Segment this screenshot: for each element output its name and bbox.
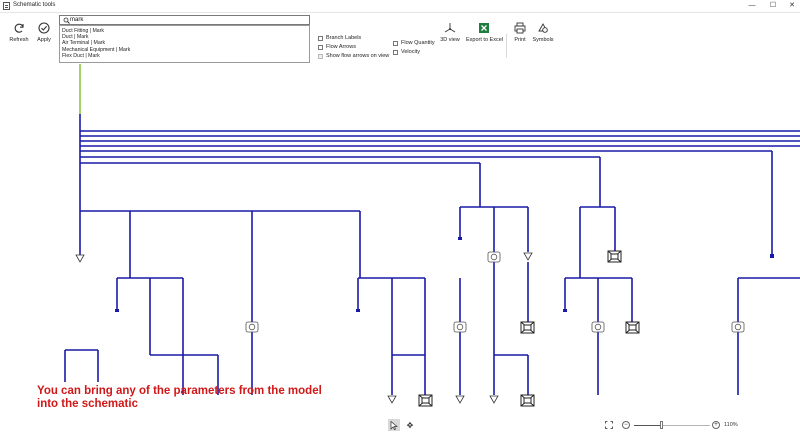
excel-icon (479, 23, 489, 33)
velocity-checkbox[interactable]: Velocity (393, 48, 420, 56)
close-button[interactable]: ✕ (789, 2, 795, 9)
show-flow-arrows-checkbox[interactable]: Show flow arrows on view (318, 52, 389, 60)
checkbox-box[interactable] (318, 44, 323, 50)
flow-arrows-checkbox[interactable]: Flow Arrows (318, 43, 356, 51)
title-bar: Schematic tools — ☐ ✕ (0, 0, 800, 13)
equipment-icon (453, 321, 467, 333)
symbols-button[interactable]: Symbols (532, 22, 554, 60)
toolbar-divider (506, 34, 507, 58)
air-terminal-icon (75, 254, 85, 263)
fit-to-view-icon[interactable] (605, 421, 613, 429)
suggestion-item[interactable]: Air Terminal | Mark (62, 40, 106, 47)
checkbox-box[interactable] (393, 40, 398, 46)
cursor-icon (390, 420, 398, 430)
pan-tool-button[interactable]: ✥ (404, 419, 416, 431)
checkbox-box[interactable] (318, 35, 323, 41)
symbols-icon (538, 23, 548, 33)
export-excel-label: Export to Excel (466, 37, 503, 43)
diffuser-icon (520, 321, 535, 334)
flow-quantity-checkbox[interactable]: Flow Quantity (393, 39, 435, 47)
search-suggestions: Duct Fitting | Mark Duct | Mark Air Term… (59, 25, 310, 63)
3d-view-button[interactable]: 3D view (438, 22, 462, 60)
apply-button[interactable]: Apply (31, 22, 57, 60)
diffuser-icon (418, 394, 433, 407)
3d-view-label: 3D view (440, 37, 460, 43)
apply-label: Apply (37, 37, 51, 43)
check-circle-icon (38, 22, 50, 34)
print-label: Print (514, 37, 526, 43)
checkbox-box[interactable] (318, 53, 323, 59)
zoom-level: 110% (724, 422, 738, 428)
3d-axes-icon (444, 23, 456, 33)
branch-labels-label: Branch Labels (326, 35, 362, 41)
air-terminal-icon (523, 252, 533, 261)
refresh-label: Refresh (9, 37, 29, 43)
equipment-icon (591, 321, 605, 333)
annotation-caption: You can bring any of the parameters from… (37, 385, 322, 410)
suggestion-item[interactable]: Flex Duct | Mark (62, 52, 100, 59)
maximize-button[interactable]: ☐ (769, 2, 777, 9)
canvas-tools: ✥ (388, 419, 416, 431)
diffuser-icon (520, 394, 535, 407)
refresh-button[interactable]: Refresh (6, 22, 32, 60)
diffuser-icon (607, 250, 622, 263)
air-terminal-icon (387, 395, 397, 404)
air-terminal-icon (455, 395, 465, 404)
equipment-icon (487, 251, 501, 263)
symbols-label: Symbols (532, 37, 554, 43)
air-terminal-icon (489, 395, 499, 404)
suggestion-item[interactable]: Mechanical Equipment | Mark (62, 46, 131, 53)
zoom-slider-fill (634, 425, 662, 426)
print-button[interactable]: Print (509, 22, 531, 60)
flow-arrows-label: Flow Arrows (326, 44, 356, 50)
parameter-search[interactable] (59, 15, 310, 25)
minimize-button[interactable]: — (748, 2, 756, 9)
flow-quantity-label: Flow Quantity (401, 40, 435, 46)
zoom-out-button[interactable]: − (622, 421, 630, 429)
equipment-icon (731, 321, 745, 333)
search-input[interactable] (70, 16, 300, 24)
window-title: Schematic tools (13, 2, 56, 8)
refresh-icon (14, 23, 24, 33)
show-flow-arrows-label: Show flow arrows on view (326, 53, 390, 59)
app-icon (3, 2, 10, 10)
suggestion-item[interactable]: Duct Fitting | Mark (62, 28, 104, 34)
printer-icon (514, 22, 526, 34)
zoom-in-button[interactable]: + (712, 421, 720, 429)
checkbox-box[interactable] (393, 49, 398, 55)
export-excel-button[interactable]: Export to Excel (466, 22, 503, 60)
suggestion-item[interactable]: Duct | Mark (62, 34, 89, 41)
select-tool-button[interactable] (388, 419, 400, 431)
pan-icon: ✥ (406, 420, 414, 430)
branch-labels-checkbox[interactable]: Branch Labels (318, 34, 361, 42)
search-icon (63, 17, 70, 24)
zoom-control: − + 110% (605, 420, 745, 430)
velocity-label: Velocity (401, 49, 420, 55)
equipment-icon (245, 321, 259, 333)
zoom-slider-track[interactable] (634, 425, 710, 426)
diffuser-icon (625, 321, 640, 334)
zoom-slider-thumb[interactable] (659, 421, 663, 429)
